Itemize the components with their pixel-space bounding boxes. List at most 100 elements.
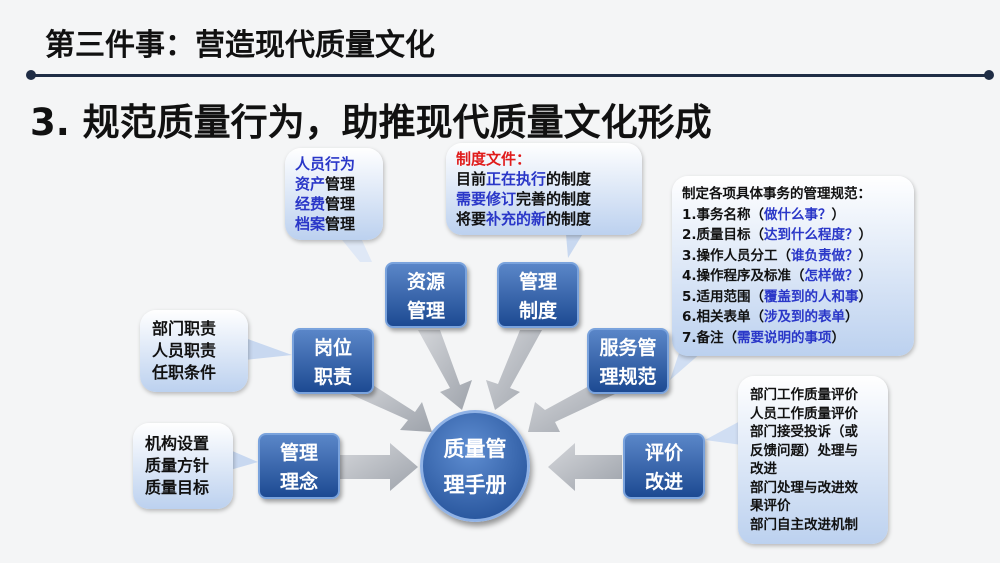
arrow-system bbox=[486, 330, 542, 410]
bubble-line: 部门职责 bbox=[152, 318, 236, 340]
bubble-service: 制定各项具体事务的管理规范： 1.事务名称（做什么事？）2.质量目标（达到什么程度… bbox=[672, 176, 914, 356]
bubble-line: 1.事务名称（做什么事？） bbox=[682, 205, 904, 226]
bubble-line: 资产管理 bbox=[295, 174, 373, 194]
bubble-line: 6.相关表单（涉及到的表单） bbox=[682, 307, 904, 328]
bubble-text: 制度文件： bbox=[456, 150, 532, 168]
bubble-text: 部门工作质量评价 bbox=[750, 387, 858, 403]
bubble-text: 将要 bbox=[456, 210, 487, 228]
bubble-text: 制定各项具体事务的管理规范： bbox=[682, 186, 871, 202]
bubble-text: ） bbox=[858, 268, 873, 284]
bubble-text: 经费 bbox=[295, 195, 326, 213]
box-resource-management: 资源管理 bbox=[385, 262, 467, 328]
bubble-text: ） bbox=[845, 309, 859, 325]
bubble-line: 部门处理与改进效 bbox=[750, 479, 876, 498]
bubble-text: 5.适用范围（ bbox=[682, 288, 765, 305]
bubble-text: 怎样做？ bbox=[804, 268, 859, 284]
bubble-line: 人员职责 bbox=[152, 340, 236, 362]
bubble-text: ） bbox=[858, 227, 873, 243]
box-management-concept: 管理理念 bbox=[258, 433, 340, 499]
bubble-line: 机构设置 bbox=[145, 433, 221, 455]
arrow-post bbox=[350, 380, 432, 432]
bubble-text: 覆盖到的人和事 bbox=[764, 288, 859, 305]
bubble-line: 5.适用范围（覆盖到的人和事） bbox=[682, 287, 904, 308]
bubble-system: 制度文件：目前正在执行的制度需要修订完善的制度将要补充的新的制度 bbox=[446, 143, 642, 235]
bubble-line: 人员行为 bbox=[295, 154, 373, 174]
arrow-resource bbox=[418, 330, 472, 410]
bubble-text: 管理 bbox=[325, 215, 356, 233]
bubble-text: 2.质量目标（ bbox=[682, 227, 765, 243]
bubble-text: 部门自主改进机制 bbox=[750, 516, 858, 533]
bubble-text: 机构设置 bbox=[145, 434, 210, 453]
bubble-line: 2.质量目标（达到什么程度？） bbox=[682, 225, 904, 246]
bubble-text: 质量方针 bbox=[145, 456, 210, 475]
bubble-text: 4.操作程序及标准（ bbox=[682, 268, 805, 284]
bubble-text: 涉及到的表单 bbox=[764, 309, 846, 325]
bubble-text: 人员工作质量评价 bbox=[750, 405, 858, 422]
box-management-system: 管理制度 bbox=[497, 262, 579, 328]
box-service-norms: 服务管理规范 bbox=[587, 328, 669, 394]
slide-subtitle: 3. 规范质量行为，助推现代质量文化形成 bbox=[30, 101, 712, 144]
bubble-text: ） bbox=[831, 329, 846, 346]
bubble-text: 的制度 bbox=[546, 210, 592, 228]
bubble-line: 果评价 bbox=[750, 497, 876, 516]
bubble-text: ） bbox=[858, 288, 873, 305]
bubble-line: 需要修订完善的制度 bbox=[456, 189, 632, 209]
bubble-text: 质量目标 bbox=[145, 478, 210, 497]
bubble-evaluation: 部门工作质量评价人员工作质量评价部门接受投诉（或反馈问题）处理与改进部门处理与改… bbox=[738, 376, 888, 544]
bubble-text: 达到什么程度？ bbox=[764, 227, 859, 243]
bubble-text: 部门处理与改进效 bbox=[750, 479, 858, 496]
bubble-line: 质量方针 bbox=[145, 455, 221, 477]
bubble-line: 质量目标 bbox=[145, 477, 221, 499]
bubble-text: 需要修订 bbox=[456, 190, 517, 208]
arrow-evaluation bbox=[548, 443, 622, 491]
bubble-text: ） bbox=[858, 247, 873, 264]
bubble-line: 3.操作人员分工（谁负责做？） bbox=[682, 246, 904, 267]
bubble-text: 管理 bbox=[325, 195, 356, 213]
bubble-line: 4.操作程序及标准（怎样做？） bbox=[682, 266, 904, 287]
bubble-text: 7.备注（ bbox=[682, 329, 738, 346]
hub-quality-manual: 质量管理手册 bbox=[420, 410, 530, 522]
bubble-text: 果评价 bbox=[750, 498, 791, 514]
title-divider bbox=[30, 74, 990, 77]
arrow-concept bbox=[340, 443, 418, 491]
bubble-line: 人员工作质量评价 bbox=[750, 405, 876, 424]
bubble-text: 改进 bbox=[750, 461, 777, 477]
bubble-text: 部门接受投诉（或 bbox=[750, 424, 858, 440]
bubble-line: 档案管理 bbox=[295, 214, 373, 234]
bubble-text: 完善的制度 bbox=[516, 190, 592, 208]
bubble-concept: 机构设置质量方针质量目标 bbox=[133, 423, 233, 509]
bubble-text: 资产 bbox=[295, 175, 326, 193]
rule-dot-right bbox=[984, 70, 994, 80]
bubble-text: 人员职责 bbox=[152, 341, 217, 360]
bubble-line: 任职条件 bbox=[152, 362, 236, 384]
bubble-text: 档案 bbox=[295, 215, 326, 233]
bubble-line: 7.备注（需要说明的事项） bbox=[682, 328, 904, 349]
bubble-line: 部门工作质量评价 bbox=[750, 386, 876, 405]
bubble-text: 1.事务名称（ bbox=[682, 206, 765, 223]
bubble-line: 经费管理 bbox=[295, 194, 373, 214]
bubble-text: 补充的新 bbox=[486, 210, 547, 228]
bubble-text: 3.操作人员分工（ bbox=[682, 247, 792, 264]
bubble-line: 制度文件： bbox=[456, 149, 632, 169]
bubble-text: 反馈问题）处理与 bbox=[750, 442, 858, 459]
bubble-text: 人员行为 bbox=[295, 155, 356, 173]
bubble-line: 部门自主改进机制 bbox=[750, 516, 876, 535]
box-evaluation-improvement: 评价改进 bbox=[623, 433, 705, 499]
bubble-text: 需要说明的事项 bbox=[737, 329, 832, 346]
bubble-text: 任职条件 bbox=[152, 363, 217, 382]
bubble-line: 部门接受投诉（或 bbox=[750, 423, 876, 442]
bubble-line: 改进 bbox=[750, 460, 876, 479]
bubble-post: 部门职责人员职责任职条件 bbox=[140, 310, 248, 392]
bubble-text: 管理 bbox=[325, 175, 356, 193]
bubble-resource: 人员行为资产管理经费管理档案管理 bbox=[285, 148, 383, 240]
bubble-line: 反馈问题）处理与 bbox=[750, 442, 876, 461]
bubble-text: 谁负责做？ bbox=[791, 247, 859, 264]
bubble-text: 6.相关表单（ bbox=[682, 309, 765, 325]
bubble-text: 的制度 bbox=[546, 170, 592, 188]
bubble-text: 正在执行 bbox=[486, 170, 547, 188]
bubble-text: 目前 bbox=[456, 170, 487, 188]
bubble-line: 目前正在执行的制度 bbox=[456, 169, 632, 189]
bubble-line: 制定各项具体事务的管理规范： bbox=[682, 184, 904, 205]
bubble-text: ） bbox=[831, 206, 846, 223]
